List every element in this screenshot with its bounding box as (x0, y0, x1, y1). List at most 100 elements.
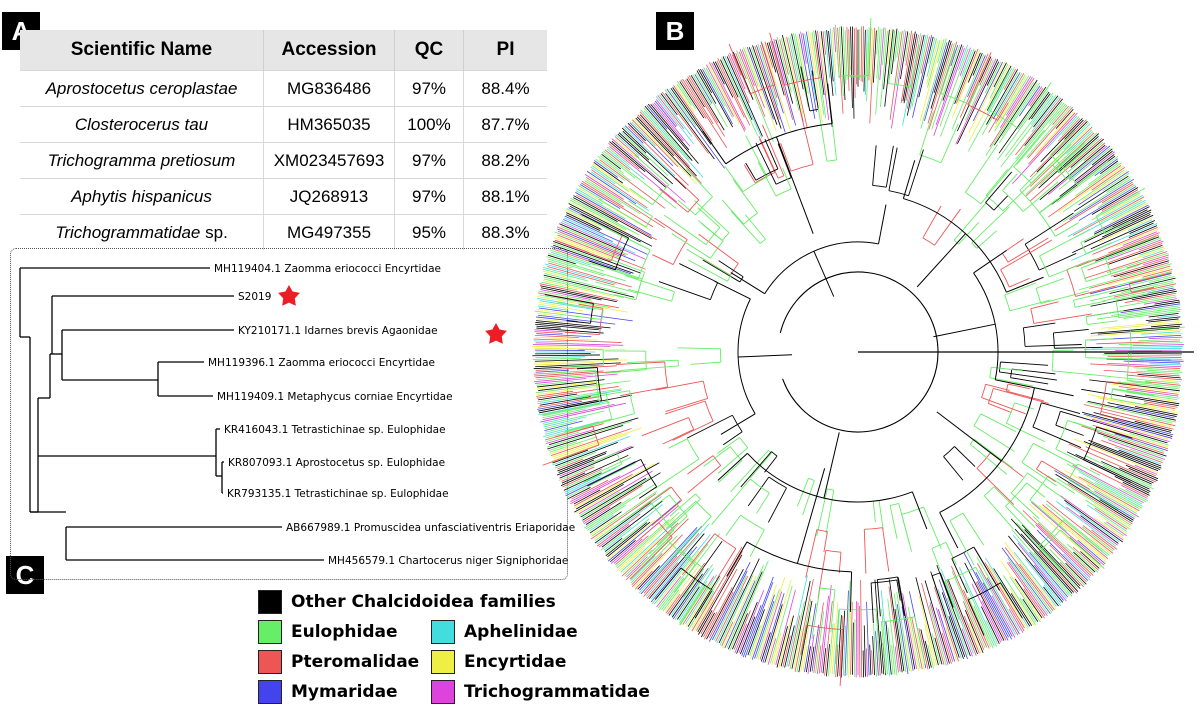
tree-b-branch (784, 625, 795, 668)
tree-b-branch (720, 59, 739, 98)
tree-b-branch (764, 139, 779, 170)
tree-b-branch (722, 575, 757, 649)
tree-b-branch (1055, 448, 1080, 462)
tree-b-branch (1058, 147, 1111, 190)
tree-b-branch (945, 542, 957, 565)
tree-b-branch (627, 359, 679, 363)
tree-b-branch (652, 254, 674, 265)
tree-b-branch (835, 24, 840, 77)
tree-b-branch (1123, 310, 1181, 319)
tree-b-branch (830, 589, 836, 633)
tree-b-branch (940, 569, 974, 654)
tree-b-branch (887, 28, 892, 65)
tree-b-branch (716, 588, 744, 644)
tree-b-branch (999, 76, 1033, 129)
tree-b-branch (573, 392, 607, 400)
tree-b-branch (1107, 362, 1182, 368)
tree-b-branch (609, 141, 646, 173)
tree-b-branch (601, 500, 663, 548)
tree-b-branch (565, 460, 636, 497)
tree-b-branch (558, 453, 607, 473)
tree-b-branch (598, 524, 630, 548)
tree-b-branch (1126, 374, 1183, 381)
tree-b-branch (542, 403, 600, 416)
tree-b-branch (551, 246, 632, 275)
tree-b-branch (1024, 98, 1063, 147)
tree-b-branch (605, 518, 650, 555)
tree-b-branch (635, 117, 692, 177)
tree-b-branch (949, 520, 975, 566)
tree-b-branch (534, 358, 619, 362)
tree-b-branch (796, 478, 809, 507)
tree-b-branch (1010, 518, 1079, 592)
tree-b-branch (1052, 144, 1075, 166)
tree-b-branch (538, 399, 599, 412)
tree-b-branch (1035, 524, 1091, 578)
tree-b-branch (550, 251, 591, 266)
tree-b-branch (889, 505, 898, 540)
tree-b-branch (908, 617, 920, 671)
tree-b-branch (579, 491, 620, 516)
tree-b-branch (546, 256, 626, 282)
tree-b-branch (1004, 92, 1054, 157)
tree-b-branch (539, 300, 595, 310)
tree-b-branch (1055, 424, 1084, 436)
tree-b-branch (1029, 119, 1087, 178)
tree-b-branch (1097, 432, 1167, 457)
tree-b-branch (1041, 548, 1065, 573)
tree-b-branch (802, 33, 817, 112)
tree-b-branch (976, 230, 998, 249)
tree-b-branch (1106, 358, 1184, 362)
tree-b-branch (535, 369, 570, 373)
tree-b-branch (759, 138, 776, 173)
tree-b-branch (537, 388, 622, 403)
tree-b-branch (875, 631, 879, 676)
tree-b-branch (920, 36, 930, 74)
tree-b-branch (534, 370, 604, 377)
tree-b-branch (919, 39, 943, 122)
tree-b-branch (534, 347, 626, 350)
tree-b-branch (1012, 534, 1067, 599)
tree-b-arc (790, 163, 814, 172)
tree-b-branch (927, 644, 934, 669)
tree-b-branch (957, 59, 999, 144)
tree-b-branch (908, 149, 924, 196)
tree-b-arc (940, 93, 970, 105)
tree-b-branch (891, 645, 896, 675)
tree-b-branch (813, 251, 835, 297)
tree-b-branch (665, 594, 681, 614)
tree-b-branch (708, 561, 751, 642)
tree-b-branch (544, 426, 573, 435)
tree-b-branch (1118, 386, 1179, 395)
table-row: Closterocerus tau HM365035 100% 87.7% (20, 106, 547, 143)
tree-b-arc (1055, 411, 1061, 426)
tree-b-branch (844, 30, 848, 80)
table-row: Trichogramma pretiosum XM023457693 97% 8… (20, 142, 547, 179)
tree-b-branch (694, 74, 713, 104)
tree-b-branch (1031, 93, 1051, 120)
tree-b-branch (556, 236, 614, 259)
tree-b-branch (1097, 397, 1178, 414)
tree-b-branch (797, 35, 810, 95)
tree-b-branch (906, 35, 923, 109)
tree-b-arc (1005, 402, 1015, 424)
tree-b-branch (999, 82, 1041, 143)
tree-b-branch (538, 303, 583, 312)
tree-b-branch (833, 27, 837, 53)
tree-b-branch (1064, 499, 1124, 543)
tree-b-branch (1090, 220, 1155, 250)
tree-b-branch (837, 27, 844, 114)
tree-b-branch (1014, 563, 1053, 613)
tree-b-branch (1019, 563, 1055, 611)
tree-b-branch (564, 418, 612, 433)
tree-b-branch (782, 635, 791, 667)
tree-b-branch (889, 31, 903, 120)
cell-pi: 87.7% (463, 106, 547, 143)
tree-b-branch (725, 514, 741, 536)
tree-b-branch (668, 438, 688, 449)
tree-b-branch (654, 217, 688, 240)
tree-b-branch (732, 51, 754, 100)
tree-b-branch (595, 158, 626, 181)
legend-item-other: Other Chalcidoidea families (258, 590, 556, 614)
tree-b-branch (1125, 464, 1159, 480)
